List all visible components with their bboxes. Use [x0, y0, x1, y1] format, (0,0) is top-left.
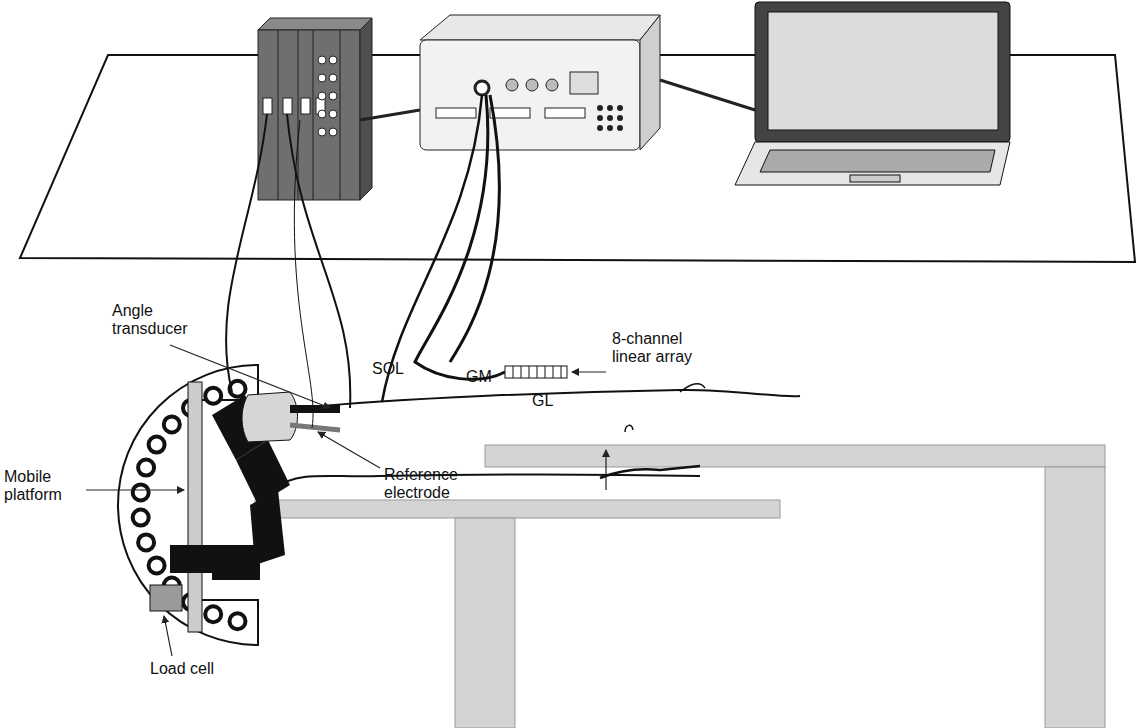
- linear-array: [505, 366, 567, 378]
- platform-hole: [133, 484, 149, 500]
- cable: [660, 80, 755, 110]
- platform-hole: [230, 613, 246, 629]
- laptop: [735, 2, 1010, 185]
- arrow: [605, 450, 606, 490]
- platform-hole: [138, 460, 154, 476]
- foot-plate: [188, 382, 202, 632]
- leg-cable: [600, 466, 700, 478]
- amplifier-rack: [258, 18, 372, 200]
- leg-outline: [275, 475, 700, 489]
- platform-hole: [133, 510, 149, 526]
- platform-hole: [205, 388, 221, 404]
- callout-label: Mobile platform: [4, 468, 84, 505]
- callout-label: 8-channel linear array: [612, 330, 722, 367]
- callout-label: Load cell: [150, 660, 214, 678]
- knee: [625, 384, 705, 432]
- reference-electrode-wire: [290, 425, 340, 430]
- muscle-label: GM: [466, 368, 492, 386]
- muscle-label: SOL: [372, 360, 404, 378]
- callout-label: Reference electrode: [384, 466, 484, 503]
- bench: [255, 445, 1105, 728]
- platform-hole: [164, 416, 180, 432]
- shaft: [290, 405, 340, 413]
- acquisition-unit: [420, 15, 660, 150]
- leader-lines: [86, 345, 606, 656]
- platform-hole: [149, 557, 165, 573]
- cables: [226, 95, 505, 428]
- platform-hole: [205, 606, 221, 622]
- transducer-housing: [242, 392, 298, 442]
- muscle-label: GL: [532, 392, 553, 410]
- load-cell: [150, 585, 182, 611]
- platform-hole: [149, 437, 165, 453]
- callout-label: Angle transducer: [112, 302, 202, 339]
- platform-hole: [138, 534, 154, 550]
- cable: [360, 110, 420, 120]
